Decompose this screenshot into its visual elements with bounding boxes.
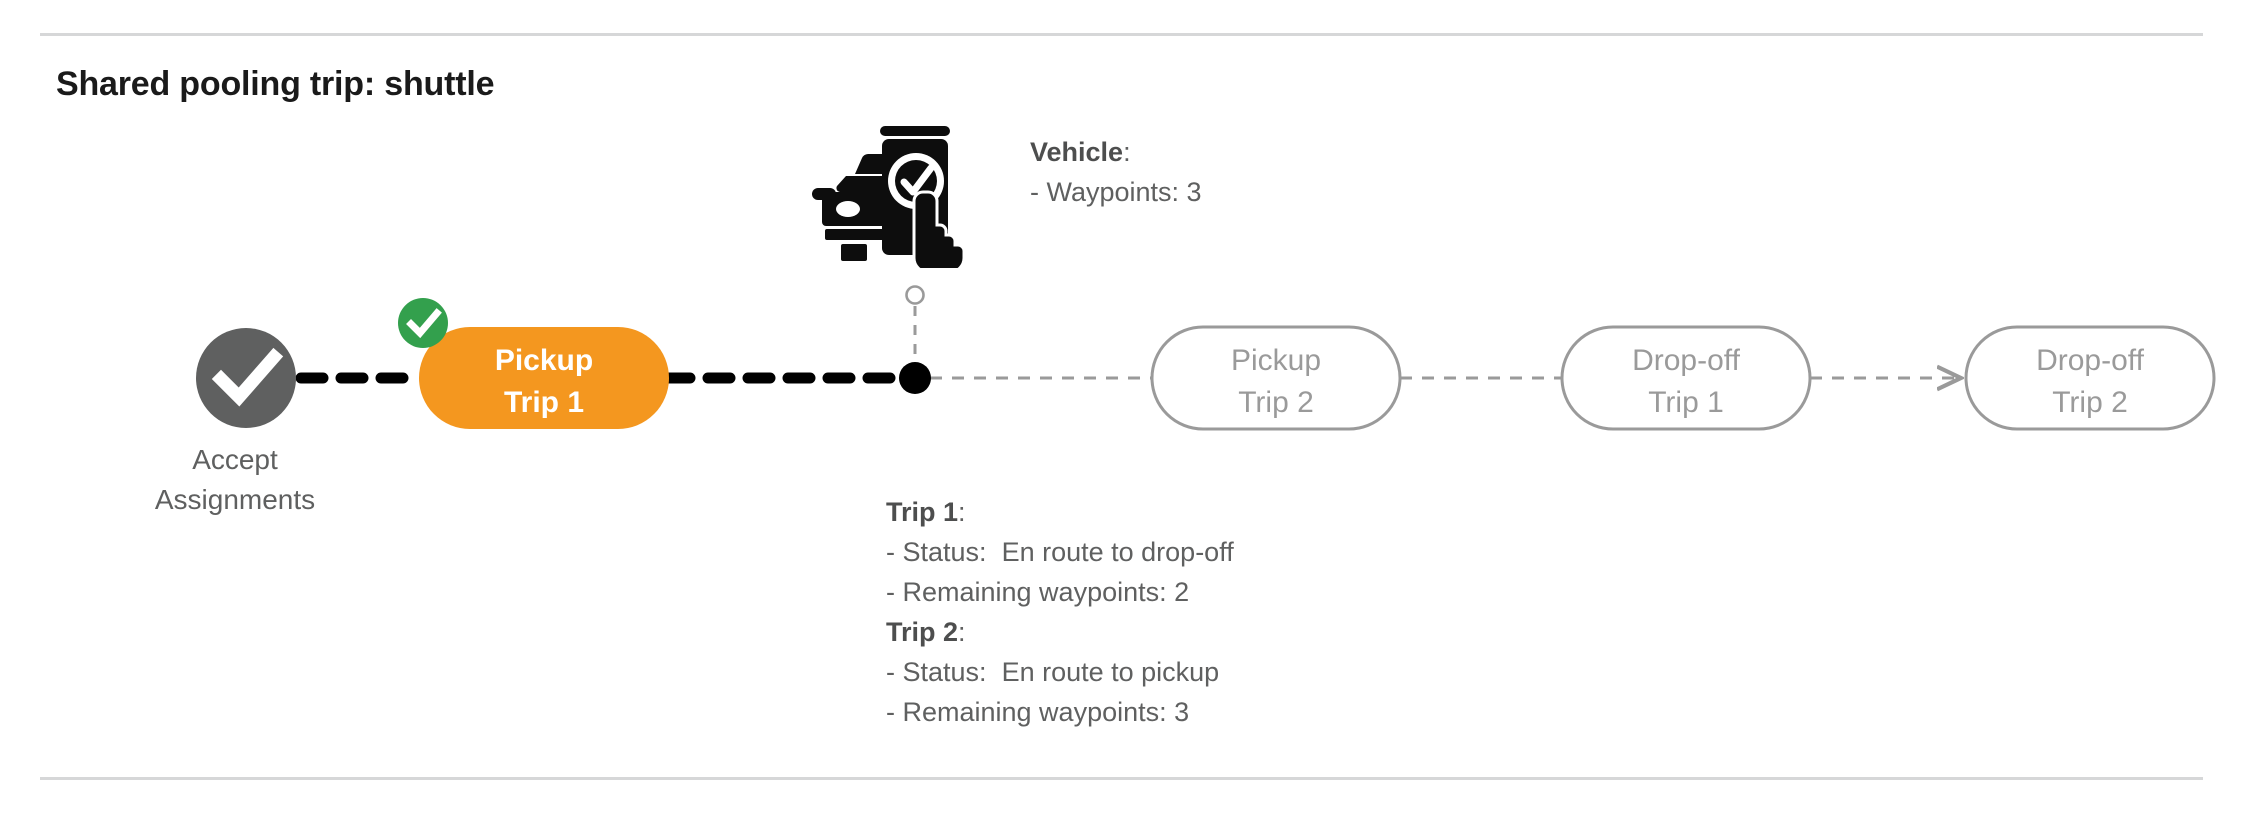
node-pickup-trip-1[interactable]: Pickup Trip 1 [398,298,669,429]
trip-2-heading-suffix: : [958,617,966,647]
top-divider [40,33,2203,36]
vehicle-info-heading-row: Vehicle: [1030,132,1202,172]
trip-2-heading: Trip 2 [886,617,959,647]
check-badge-icon [398,298,448,348]
vehicle-info-block: Vehicle: - Waypoints: 3 [1030,132,1202,212]
page-title: Shared pooling trip: shuttle [56,65,495,103]
pickup-trip-1-line2: Trip 1 [504,386,584,419]
trip-1-status-label: - Status: [886,537,987,567]
trip-1-heading: Trip 1 [886,497,959,527]
trip-2-status-label: - Status: [886,657,987,687]
trip-2-heading-row: Trip 2: [886,612,1234,652]
trip-1-heading-suffix: : [958,497,966,527]
node-accept-assignments[interactable] [196,328,296,428]
vehicle-anchor-ring [905,285,925,305]
bottom-divider [40,777,2203,780]
trip-1-status-row: - Status: En route to drop-off [886,532,1234,572]
caption-line-2: Assignments [154,484,316,515]
start-node-circle [196,328,296,428]
trip-1-waypoints-row: - Remaining waypoints: 2 [886,577,1190,607]
caption-line-1: Accept [192,444,278,475]
trip-2-waypoints-row: - Remaining waypoints: 3 [886,697,1190,727]
dropoff-trip-2-pill [1964,325,2216,431]
vehicle-waypoints-row: - Waypoints: 3 [1030,177,1202,207]
vehicle-dot [899,362,931,394]
pickup-trip-2-line1: Pickup [1231,344,1321,377]
dropoff-trip-1-line2: Trip 1 [1648,386,1724,419]
trip-2-status-row: - Status: En route to pickup [886,652,1234,692]
node-dropoff-trip-1[interactable]: Drop-off Trip 1 [1560,325,1812,431]
trip-1-heading-row: Trip 1: [886,492,1234,532]
pickup-trip-1-line1: Pickup [495,344,593,377]
pickup-trip-2-pill [1150,325,1402,431]
dropoff-trip-2-line1: Drop-off [2036,344,2144,377]
pickup-trip-2-line2: Trip 2 [1238,386,1314,419]
trip-info-block: Trip 1: - Status: En route to drop-off -… [886,492,1234,732]
trip-2-status-value: En route to pickup [1001,657,1220,687]
vehicle-phone-check-icon [812,126,966,268]
trip-1-status-value: En route to drop-off [1001,537,1234,567]
pickup-trip-1-pill [419,327,669,429]
node-dropoff-trip-2[interactable]: Drop-off Trip 2 [1964,325,2216,431]
check-circle-icon [211,347,284,407]
vehicle-position-marker[interactable] [899,285,931,395]
dropoff-trip-1-line1: Drop-off [1632,344,1740,377]
node-pickup-trip-2[interactable]: Pickup Trip 2 [1150,325,1402,431]
accept-assignments-caption: Accept Assignments [110,440,360,520]
dropoff-trip-1-pill [1560,325,1812,431]
vehicle-info-heading-suffix: : [1123,137,1131,167]
dropoff-trip-2-line2: Trip 2 [2052,386,2128,419]
vehicle-info-heading: Vehicle [1030,137,1124,167]
